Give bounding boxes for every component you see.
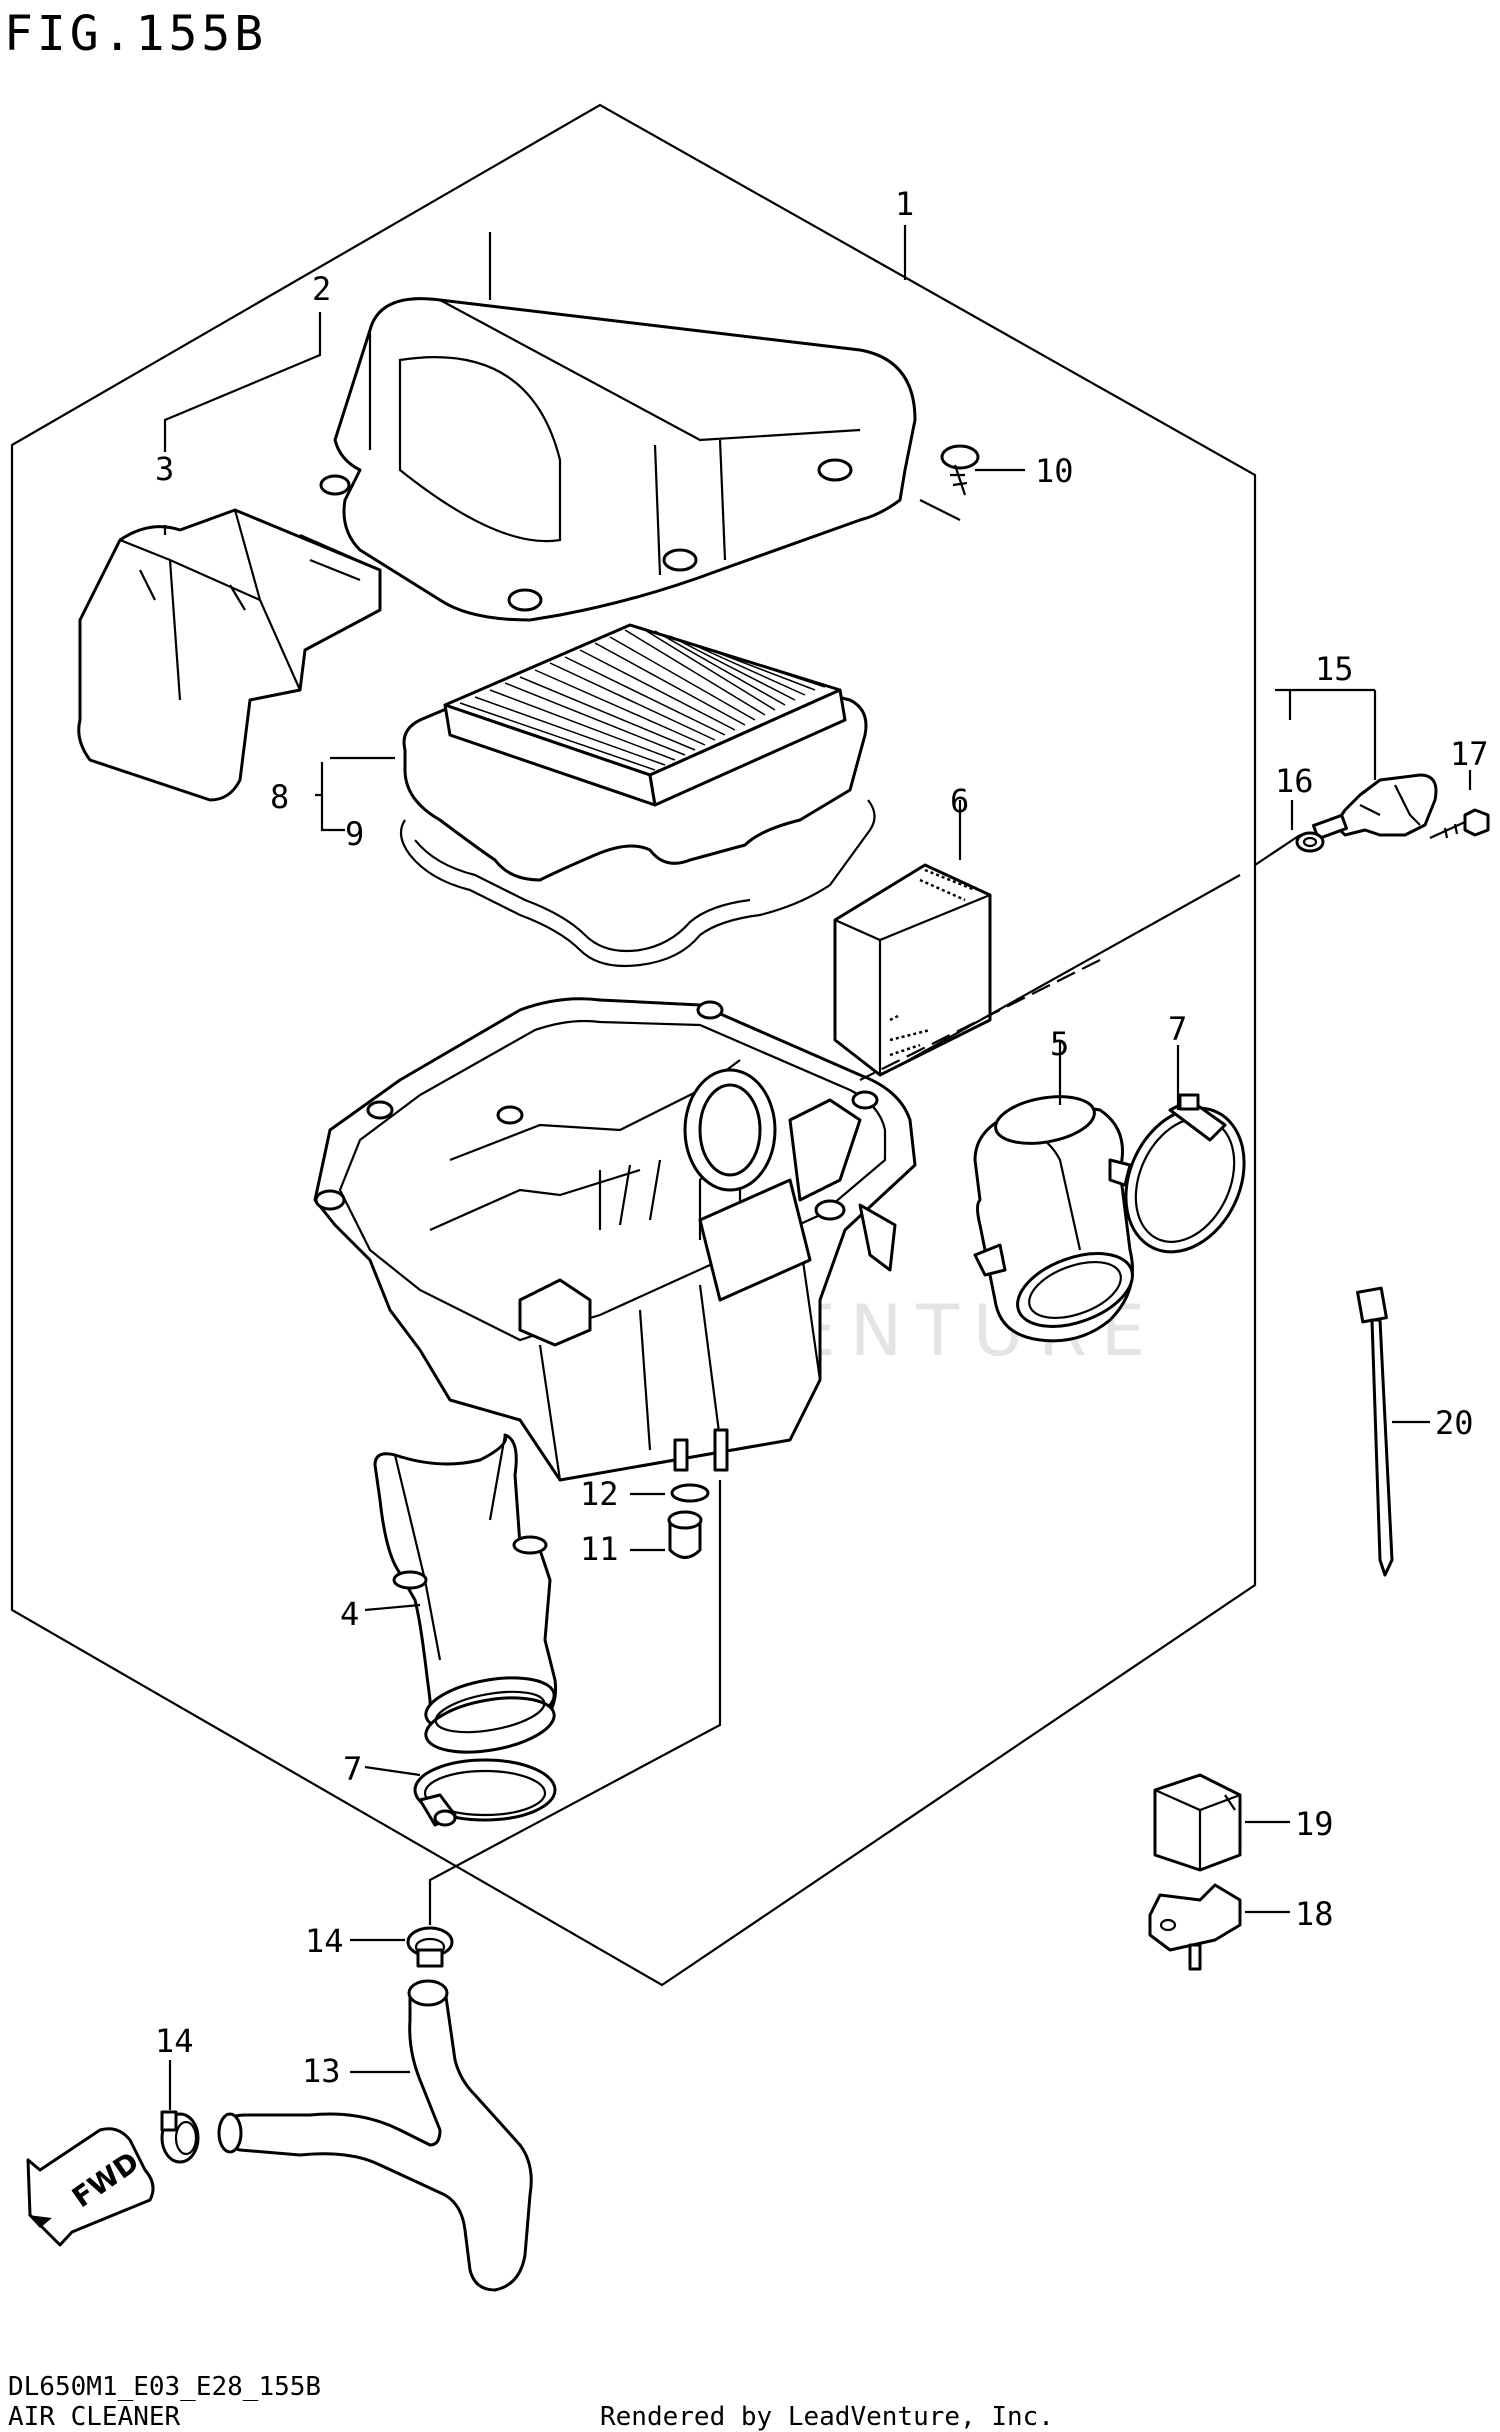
callout-4: 4	[340, 1595, 359, 1633]
foam-block[interactable]	[833, 863, 992, 1077]
assembly-outline	[10, 103, 1257, 1987]
callout-18: 18	[1295, 1895, 1334, 1933]
render-credit: Rendered by LeadVenture, Inc.	[600, 2402, 1054, 2432]
cap-screw[interactable]	[940, 444, 980, 496]
drain-plug[interactable]	[667, 1510, 703, 1559]
callout-9: 9	[345, 815, 364, 853]
callout-10: 10	[1035, 452, 1074, 490]
model-code: DL650M1_E03_E28_155B	[8, 2372, 321, 2402]
air-cleaner-element[interactable]	[402, 623, 868, 882]
air-duct[interactable]	[77, 508, 382, 802]
hose-clamp-outlet[interactable]	[1103, 1089, 1266, 1271]
callout-14-lower: 14	[155, 2022, 194, 2060]
callout-6: 6	[950, 782, 969, 820]
hose-clip-lower[interactable]	[160, 2110, 200, 2164]
callout-15: 15	[1315, 650, 1354, 688]
callout-7-outlet: 7	[1168, 1010, 1187, 1048]
figure-title: FIG.155B	[4, 6, 267, 62]
callout-labels: 1 2 3 4 5 6 7 7 8 9 10 11 12 13 14 14 15…	[155, 185, 1489, 2090]
cable-tie[interactable]	[1356, 1286, 1394, 1577]
sensor-screw[interactable]	[1429, 808, 1490, 840]
hose-clamp-intake[interactable]	[413, 1758, 557, 1827]
callout-12: 12	[580, 1475, 619, 1513]
element-pleats	[459, 626, 826, 771]
callout-14-upper: 14	[305, 1922, 344, 1960]
callout-20: 20	[1435, 1404, 1474, 1442]
section-name: AIR CLEANER	[8, 2402, 181, 2432]
element-seal[interactable]	[399, 799, 876, 968]
callout-19: 19	[1295, 1805, 1334, 1843]
hose-clip-upper[interactable]	[406, 1926, 454, 1968]
callout-11: 11	[580, 1530, 619, 1568]
outlet-duct[interactable]	[973, 1090, 1142, 1343]
callout-1: 1	[895, 185, 914, 223]
o-ring[interactable]	[1295, 831, 1325, 853]
callout-5: 5	[1050, 1025, 1069, 1063]
rubber-cover[interactable]	[1153, 1773, 1242, 1872]
leader-lines	[163, 225, 1472, 2110]
callout-16: 16	[1275, 762, 1314, 800]
mounting-clip[interactable]	[1148, 1883, 1242, 1971]
callout-7-intake: 7	[343, 1750, 362, 1788]
callout-13: 13	[302, 2052, 341, 2090]
drain-clip[interactable]	[670, 1483, 710, 1503]
callout-3: 3	[155, 450, 174, 488]
air-cleaner-cap[interactable]	[319, 297, 917, 622]
intake-air-temp-sensor[interactable]	[1312, 773, 1438, 841]
callout-2: 2	[312, 270, 331, 308]
callout-8: 8	[270, 778, 289, 816]
air-cleaner-case[interactable]	[313, 997, 917, 1482]
drain-hose[interactable]	[217, 1979, 533, 2292]
forward-direction-arrow: FWD	[26, 2127, 155, 2247]
callout-17: 17	[1450, 735, 1489, 773]
intake-tube[interactable]	[373, 1433, 558, 1761]
